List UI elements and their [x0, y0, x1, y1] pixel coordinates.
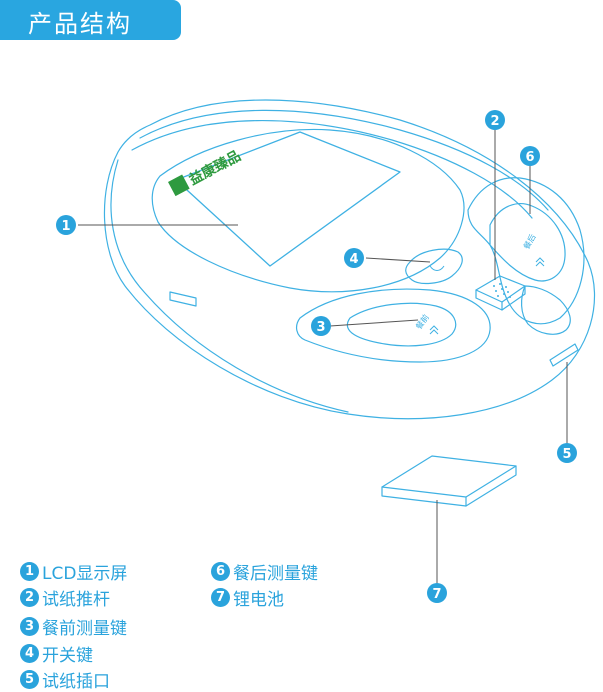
legend-item-strip-port: 5 试纸插口: [20, 666, 110, 692]
legend-label: 试纸插口: [42, 671, 110, 692]
legend-badge: 7: [211, 587, 230, 607]
callout-3: 3: [311, 316, 331, 336]
svg-text:2: 2: [490, 114, 499, 129]
battery-top: [381, 455, 517, 498]
legend-item-lcd: 1 LCD显示屏: [20, 558, 127, 584]
callout-6: 6: [520, 146, 540, 166]
power-button-outline: [405, 248, 463, 285]
after-meal-label: 餐后: [521, 232, 538, 251]
legend-label: 餐前测量键: [42, 618, 127, 639]
legend-label: 餐后测量键: [233, 563, 318, 584]
callout-4: 4: [344, 248, 364, 268]
before-meal-label: 餐前: [413, 312, 430, 331]
brand-logo-mark: [168, 174, 190, 197]
brand-logo: 益康臻品: [168, 147, 244, 197]
legend-item-power: 4 开关键: [20, 640, 93, 666]
before-meal-button: [346, 302, 457, 347]
battery-side: [465, 465, 517, 507]
callout-7: 7: [427, 583, 447, 603]
legend-badge: 6: [211, 561, 230, 581]
side-clip: [169, 291, 197, 307]
power-icon: [429, 265, 445, 271]
battery-front: [381, 486, 467, 507]
legend-label: 开关键: [42, 645, 93, 666]
legend-badge: 3: [20, 616, 39, 636]
svg-text:4: 4: [349, 252, 358, 267]
svg-text:1: 1: [61, 219, 70, 234]
device-body-side: [110, 159, 349, 413]
left-ear-panel: [295, 288, 491, 363]
strip-port-slot: [549, 343, 579, 367]
svg-text:7: 7: [432, 587, 441, 602]
legend-item-battery: 7 锂电池: [211, 584, 284, 610]
brand-logo-text: 益康臻品: [186, 147, 243, 188]
chevron-icons: [429, 257, 545, 335]
lcd-screen: [175, 131, 401, 267]
section-title: 产品结构: [28, 10, 132, 38]
after-meal-button: [489, 203, 566, 282]
device-body-outline: [103, 99, 596, 420]
legend-badge: 5: [20, 669, 39, 689]
legend-item-strip-pusher: 2 试纸推杆: [20, 584, 110, 610]
device-top-inner: [139, 109, 549, 211]
callouts: 1 2 3 4 5 6 7: [56, 110, 577, 603]
callout-2: 2: [485, 110, 505, 130]
callout-1: 1: [56, 215, 76, 235]
svg-text:5: 5: [562, 447, 571, 462]
leader-lines: [78, 128, 568, 584]
screen-bezel: [151, 128, 465, 293]
ejector-ramp: [521, 285, 571, 335]
legend-badge: 1: [20, 561, 39, 581]
svg-text:3: 3: [316, 320, 325, 335]
legend-badge: 4: [20, 643, 39, 663]
ejector-grip-dots: [493, 283, 511, 298]
legend-label: 锂电池: [233, 589, 284, 610]
legend-label: LCD显示屏: [42, 563, 128, 584]
legend-item-before-meal: 3 餐前测量键: [20, 613, 127, 639]
section-title-tab: 产品结构: [0, 0, 181, 40]
device-top-inner-2: [131, 119, 533, 219]
legend-badge: 2: [20, 587, 39, 607]
callout-5: 5: [557, 443, 577, 463]
legend-label: 试纸推杆: [42, 589, 110, 610]
svg-text:6: 6: [525, 150, 534, 165]
legend-item-after-meal: 6 餐后测量键: [211, 558, 318, 584]
